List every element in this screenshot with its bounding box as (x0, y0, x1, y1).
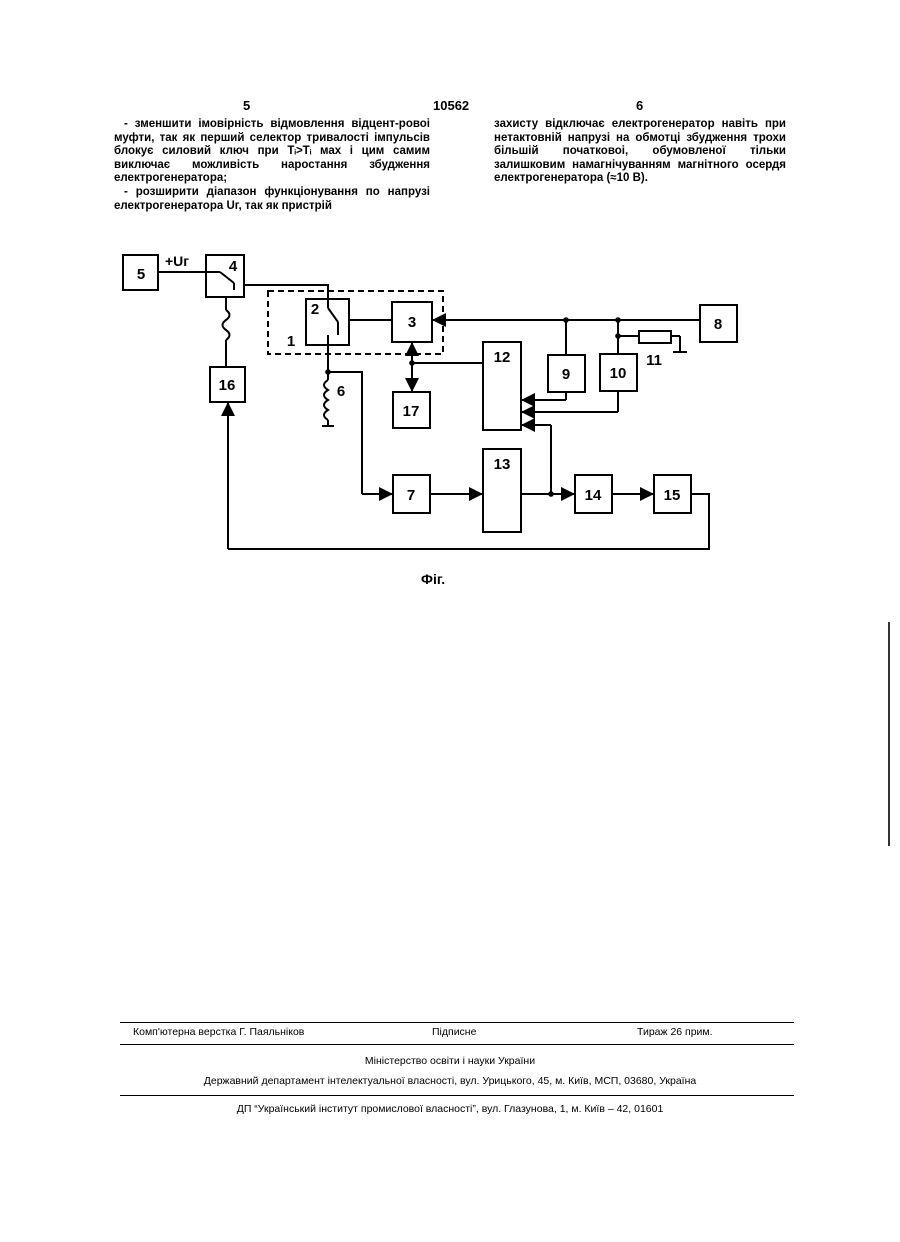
label-17: 17 (403, 403, 420, 420)
footer-circulation: Тираж 26 прим. (637, 1026, 713, 1038)
footer-institute: ДП “Український інститут промислової вла… (0, 1103, 900, 1115)
scan-margin-line (888, 622, 890, 846)
label-2: 2 (311, 301, 319, 318)
label-14: 14 (585, 487, 602, 504)
label-1: 1 (287, 333, 295, 350)
footer-signed: Підписне (432, 1026, 476, 1038)
voltage-label: +Uг (165, 253, 189, 269)
label-4: 4 (229, 258, 238, 275)
label-5: 5 (137, 266, 145, 283)
label-7: 7 (407, 487, 415, 504)
label-6: 6 (337, 383, 345, 400)
footer-rule-middle (120, 1044, 794, 1045)
footer-rule-bottom (120, 1095, 794, 1096)
label-3: 3 (408, 314, 416, 331)
label-11: 11 (646, 352, 662, 369)
label-13: 13 (494, 456, 511, 473)
figure-caption: Фіг. (421, 571, 445, 587)
block-diagram: +Uг 5 4 2 1 3 8 16 6 17 12 9 10 11 7 13 … (0, 0, 900, 600)
footer-typesetting: Комп'ютерна верстка Г. Паяльніков (133, 1026, 304, 1038)
footer-rule-top (120, 1022, 794, 1023)
label-15: 15 (664, 487, 681, 504)
footer-department: Державний департамент інтелектуальної вл… (0, 1075, 900, 1087)
label-9: 9 (562, 366, 570, 383)
label-8: 8 (714, 316, 722, 333)
label-10: 10 (610, 365, 627, 382)
label-16: 16 (219, 377, 236, 394)
block-11-resistor (639, 331, 671, 343)
label-12: 12 (494, 349, 511, 366)
footer-ministry: Міністерство освіти і науки України (0, 1055, 900, 1067)
